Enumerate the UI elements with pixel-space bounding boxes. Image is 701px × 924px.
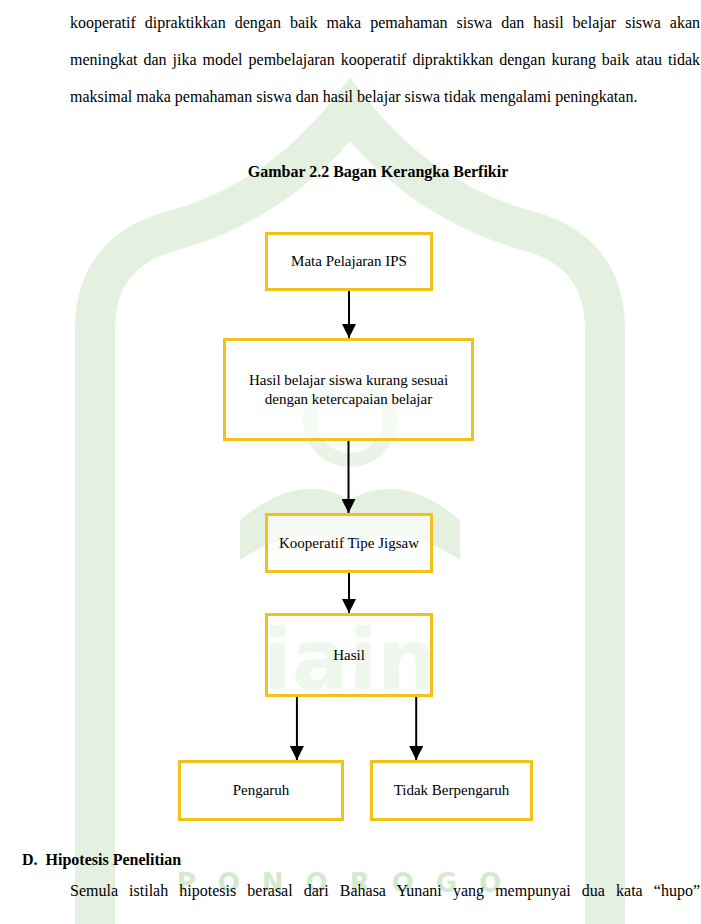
subject-box: Mata Pelajaran IPS <box>265 232 433 291</box>
flow-arrow <box>415 697 417 760</box>
box-label: Pengaruh <box>233 781 290 800</box>
watermark-arch <box>95 110 605 924</box>
result-box: Hasil <box>265 613 433 697</box>
body-paragraph: Semula istilah hipotesis berasal dari Ba… <box>70 880 700 902</box>
problem-box: Hasil belajar siswa kurang sesuai dengan… <box>223 338 474 441</box>
node-content: Hasil belajar siswa kurang sesuai dengan… <box>234 371 463 409</box>
node-content: Kooperatif Tipe Jigsaw <box>279 534 419 553</box>
node-content: Hasil <box>333 646 365 665</box>
flow-arrow <box>296 697 298 760</box>
outcome-box: Pengaruh <box>178 760 344 821</box>
node-content: Pengaruh <box>233 781 290 800</box>
outcome-box: Tidak Berpengaruh <box>370 760 533 821</box>
box-label: Tidak Berpengaruh <box>394 781 510 800</box>
flow-arrow <box>348 441 350 513</box>
body-paragraph: kooperatif dipraktikkan dengan baik maka… <box>70 4 700 115</box>
flow-arrow <box>348 573 350 613</box>
box-label: Mata Pelajaran IPS <box>291 252 407 271</box>
section-heading: D. Hipotesis Penelitian <box>22 850 422 870</box>
box-label: Kooperatif Tipe Jigsaw <box>279 534 419 553</box>
node-content: Mata Pelajaran IPS <box>291 252 407 271</box>
method-box: Kooperatif Tipe Jigsaw <box>265 513 433 573</box>
node-content: Tidak Berpengaruh <box>394 781 510 800</box>
box-label: Hasil belajar siswa kurang sesuai dengan… <box>234 371 463 409</box>
box-label: Hasil <box>333 646 365 665</box>
figure-title: Gambar 2.2 Bagan Kerangka Berfikir <box>100 162 656 182</box>
flow-arrow <box>348 291 350 338</box>
